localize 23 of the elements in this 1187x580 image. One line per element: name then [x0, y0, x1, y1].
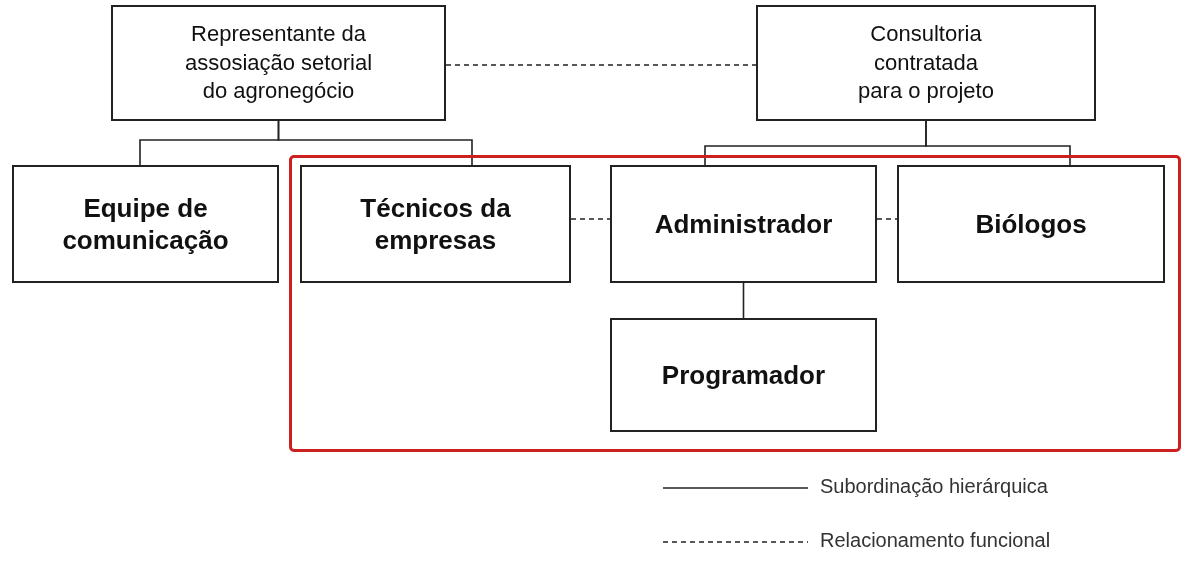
org-box [610, 318, 877, 432]
box-label: Consultoria contratada para o projeto [857, 20, 995, 106]
org-box [610, 165, 877, 283]
connector-line [742, 282, 745, 319]
box-label: Programador [661, 358, 826, 392]
group-frame [289, 155, 1181, 452]
dashed-connector [445, 64, 757, 66]
connector-line [277, 120, 473, 166]
org-box [111, 5, 446, 121]
connector-line [925, 120, 1071, 166]
legend-label: Subordinação hierárquica [820, 475, 1048, 498]
org-box [756, 5, 1096, 121]
box-label: Biólogos [975, 207, 1087, 241]
legend-label: Relacionamento funcional [820, 529, 1051, 552]
dashed-connector [570, 218, 611, 220]
org-box [897, 165, 1165, 283]
org-box [300, 165, 571, 283]
box-label: Técnicos da empresas [359, 191, 512, 257]
box-label: Administrador [654, 207, 833, 241]
org-box [12, 165, 279, 283]
dashed-connector [876, 218, 898, 220]
box-label: Representante da assosiação setorial do agronegócio [183, 20, 374, 106]
box-label: Equipe de comunicação [61, 191, 230, 257]
